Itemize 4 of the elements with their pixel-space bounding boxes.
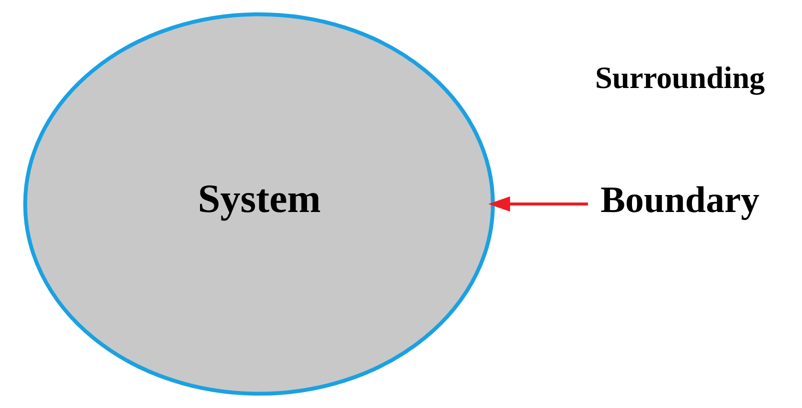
- arrow: [488, 196, 588, 212]
- node-ellipse: System: [22, 12, 494, 396]
- label: Surrounding: [594, 60, 764, 95]
- node-text: Boundary: [600, 180, 760, 222]
